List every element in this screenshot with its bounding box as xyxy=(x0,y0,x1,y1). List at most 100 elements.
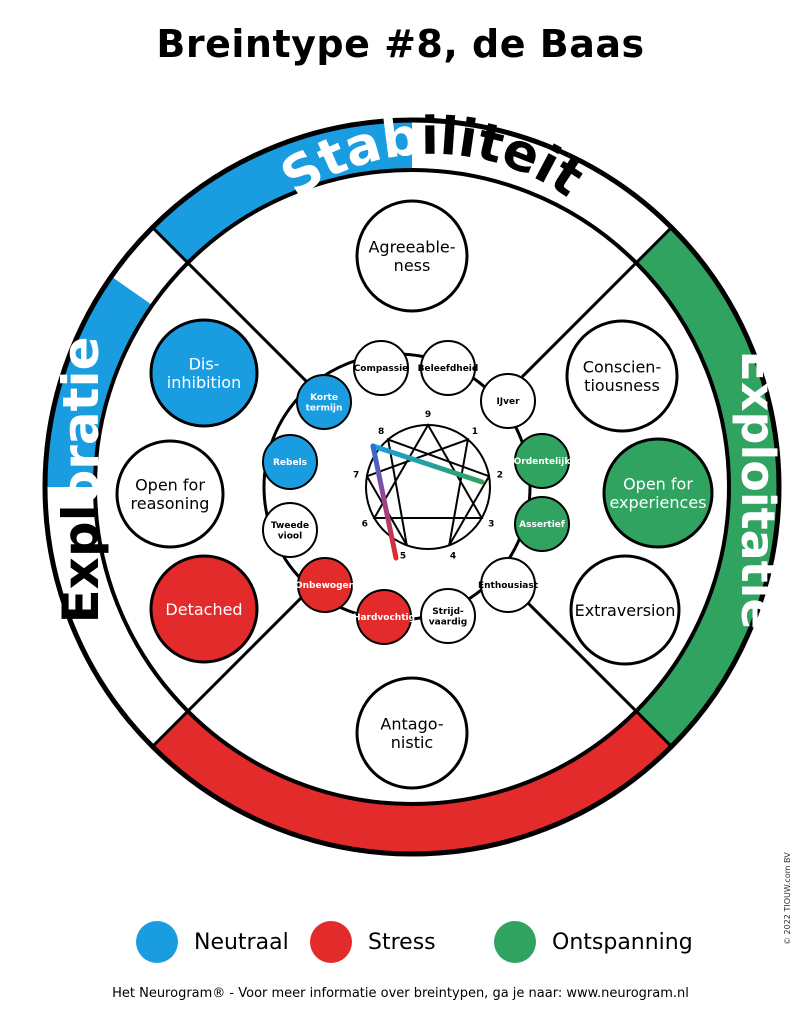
facet-assertief: Assertief xyxy=(514,496,570,552)
legend-swatch-stress xyxy=(310,921,352,963)
legend-item-ontspanning: Ontspanning xyxy=(494,920,693,964)
copyright-text: © 2022 TIOUW.com BV xyxy=(783,852,792,945)
legend: Neutraal Stress Ontspanning xyxy=(0,920,801,964)
trait-conscientiousness-shape xyxy=(565,319,679,433)
enneagram-number: 4 xyxy=(450,552,456,562)
facet-onbewogen: Onbewogen xyxy=(295,557,355,613)
facet-korte-termijn-shape xyxy=(296,374,352,430)
trait-disinhibition-shape xyxy=(149,318,259,428)
ring-label-exploitatie: Exploitatie xyxy=(731,350,785,629)
facet-ordentelijk: Ordentelijk xyxy=(514,433,572,489)
ring-segment-stabiliteit xyxy=(152,120,412,263)
facet-ordentelijk-label: Ordentelijk xyxy=(514,457,572,467)
enneagram-number: 6 xyxy=(362,520,368,530)
trait-open-for-experiences-label: experiences xyxy=(609,493,706,512)
legend-swatch-ontspanning xyxy=(494,921,536,963)
ring-label-exploratie: Exploratie xyxy=(52,336,110,623)
footer-text: Het Neurogram® - Voor meer informatie ov… xyxy=(112,986,689,1001)
facet-tweede-viool-label: Tweede xyxy=(271,521,309,531)
trait-open-for-reasoning-shape xyxy=(115,439,225,549)
trait-conscientiousness-label: Conscien- xyxy=(583,357,661,376)
enneagram-number: 5 xyxy=(400,552,406,562)
trait-disinhibition-label: inhibition xyxy=(167,373,241,392)
quadrant-divider xyxy=(151,226,316,391)
facet-assertief-label: Assertief xyxy=(519,520,565,530)
facet-enthousiast-shape xyxy=(480,557,536,613)
quadrant-dividers xyxy=(151,226,673,748)
enneagram-number: 1 xyxy=(472,427,478,437)
trait-antagonistic-label: nistic xyxy=(391,733,433,752)
facet-rebels-label: Rebels xyxy=(273,458,307,468)
legend-swatch-neutraal xyxy=(136,921,178,963)
page-title: Breintype #8, de Baas xyxy=(156,22,645,66)
enneagram-circle xyxy=(365,424,491,550)
facet-tweede-viool-shape xyxy=(262,502,318,558)
enneagram-number: 9 xyxy=(425,410,431,420)
trait-agreeableness-label: Agreeable- xyxy=(368,237,455,256)
facet-onbewogen-shape xyxy=(297,557,353,613)
trait-agreeableness: Agreeable-ness xyxy=(355,199,469,313)
facet-beleefdheid: Beleefdheid xyxy=(418,340,479,396)
facet-hardvochtig: Hardvochtig xyxy=(353,589,415,645)
trait-open-for-experiences-label: Open for xyxy=(623,474,693,493)
trait-agreeableness-label: ness xyxy=(394,256,431,275)
facet-korte-termijn-label: termijn xyxy=(306,404,343,414)
facet-ordentelijk-shape xyxy=(514,433,570,489)
facet-ijver-shape xyxy=(480,373,536,429)
facet-compassie: Compassie xyxy=(353,340,409,396)
legend-item-stress: Stress xyxy=(310,920,436,964)
facet-korte-termijn-label: Korte xyxy=(310,393,338,403)
quadrant-divider xyxy=(508,226,673,391)
trait-extraversion: Extraversion xyxy=(569,554,681,666)
trait-disinhibition: Dis-inhibition xyxy=(149,318,259,428)
facet-strijdvaardig-label: vaardig xyxy=(429,618,467,628)
trait-open-for-reasoning-label: Open for xyxy=(135,475,205,494)
relaxation-line xyxy=(370,443,485,485)
facet-beleefdheid-shape xyxy=(420,340,476,396)
inner-ring-edge xyxy=(93,168,731,806)
quadrant-divider xyxy=(508,583,673,748)
outer-ring xyxy=(42,117,782,857)
trait-extraversion-shape xyxy=(569,554,681,666)
trait-open-for-reasoning-label: reasoning xyxy=(131,494,210,513)
trait-antagonistic-label: Antago- xyxy=(380,714,443,733)
facet-circles: Compassie BeleefdheidIJverOrdentelijkAsse… xyxy=(262,340,572,645)
ring-segment-exploratie xyxy=(45,276,153,487)
enneagram-numbers: 9 1 2 3 4 5 6 7 8 xyxy=(353,410,503,562)
facet-beleefdheid-label: Beleefdheid xyxy=(418,364,479,374)
facet-compassie-label: Compassie xyxy=(354,364,409,374)
trait-antagonistic: Antago-nistic xyxy=(355,676,469,790)
facet-enthousiast: Enthousiast xyxy=(478,557,539,613)
facet-ijver-label: IJver xyxy=(496,397,520,407)
stress-line xyxy=(370,443,399,561)
legend-label: Stress xyxy=(368,929,436,955)
facet-strijdvaardig-shape xyxy=(420,588,476,644)
facet-hardvochtig-shape xyxy=(356,589,412,645)
trait-disinhibition-label: Dis- xyxy=(189,354,220,373)
enneagram-number: 2 xyxy=(497,470,503,480)
legend-item-neutraal: Neutraal xyxy=(136,920,289,964)
facet-enthousiast-label: Enthousiast xyxy=(478,581,539,591)
facet-strijdvaardig-label: Strijd- xyxy=(432,607,464,617)
trait-detached-shape xyxy=(149,554,259,664)
facet-strijdvaardig: Strijd-vaardig xyxy=(420,588,476,644)
trait-conscientiousness: Conscien-tiousness xyxy=(565,319,679,433)
facet-onbewogen-label: Onbewogen xyxy=(295,581,355,591)
facet-tweede-viool-label: viool xyxy=(278,532,302,542)
trait-detached: Detached xyxy=(149,554,259,664)
enneagram-number: 7 xyxy=(353,470,359,480)
enneagram-number: 8 xyxy=(378,427,384,437)
legend-label: Ontspanning xyxy=(552,929,693,955)
legend-label: Neutraal xyxy=(194,929,289,955)
facet-hardvochtig-label: Hardvochtig xyxy=(353,613,415,623)
trait-extraversion-label: Extraversion xyxy=(575,601,676,620)
enneagram-number: 3 xyxy=(488,520,494,530)
quadrant-divider xyxy=(151,583,316,748)
ring-segment-autonomie xyxy=(152,711,672,854)
